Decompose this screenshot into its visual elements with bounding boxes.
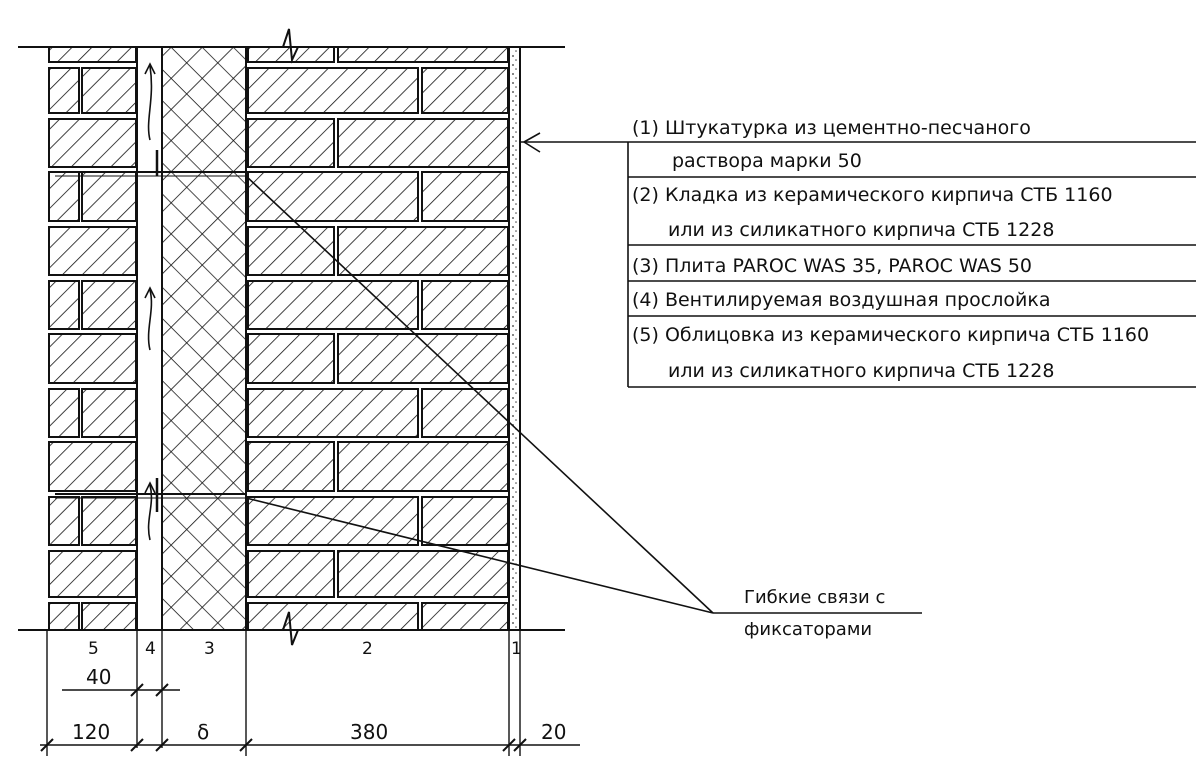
brick — [48, 602, 80, 631]
break-symbol-bottom — [275, 611, 299, 646]
airflow-arrow — [144, 286, 156, 351]
brick — [48, 280, 80, 330]
legend-item-2-line2: или из силикатного кирпича СТБ 1228 — [668, 219, 1054, 241]
brick — [247, 602, 419, 631]
layer-number-2: 2 — [362, 639, 373, 659]
brick — [48, 171, 80, 222]
brick — [247, 441, 335, 492]
brick — [247, 280, 419, 330]
layer-number-5: 5 — [88, 639, 99, 659]
airflow-arrow — [144, 481, 156, 541]
brick — [48, 333, 137, 384]
brick — [247, 226, 335, 276]
brick — [247, 333, 335, 384]
brick — [48, 388, 80, 438]
legend-item-1-line1: (1) Штукатурка из цементно-песчаного — [632, 117, 1031, 139]
leader-lines — [245, 132, 714, 614]
brick — [48, 67, 80, 114]
brick — [48, 550, 137, 598]
brick — [48, 496, 80, 546]
ties-label-line2: фиксаторами — [744, 619, 872, 640]
layer-number-3: 3 — [204, 639, 215, 659]
brick — [337, 226, 509, 276]
brick — [337, 441, 509, 492]
insulation-layer — [161, 46, 247, 631]
brick — [421, 602, 509, 631]
brick — [337, 550, 509, 598]
wall-section — [18, 28, 565, 646]
brick — [81, 602, 137, 631]
brick — [337, 118, 509, 168]
legend-item-5-line2: или из силикатного кирпича СТБ 1228 — [668, 360, 1054, 382]
plaster-layer — [508, 46, 521, 631]
brick — [421, 496, 509, 546]
break-symbol-top — [275, 28, 299, 64]
brick — [48, 441, 137, 492]
brick — [247, 388, 419, 438]
ties-label-line1: Гибкие связи с — [744, 587, 885, 608]
dimension-air-gap: 40 — [86, 665, 111, 689]
brick — [421, 388, 509, 438]
brick — [247, 171, 419, 222]
ties-callout: Гибкие связи с фиксаторами — [713, 587, 922, 640]
facing-brick-layer — [48, 46, 137, 631]
legend-item-2-line1: (2) Кладка из керамического кирпича СТБ … — [632, 184, 1113, 206]
legend-item-5-line1: (5) Облицовка из керамического кирпича С… — [632, 324, 1149, 346]
dimension-block — [40, 630, 580, 756]
dimension-masonry: 380 — [350, 720, 388, 744]
brick — [421, 171, 509, 222]
brick — [247, 550, 335, 598]
brick — [48, 226, 137, 276]
brick — [247, 118, 335, 168]
brick — [247, 496, 419, 546]
brick — [81, 280, 137, 330]
dimension-insulation: δ — [197, 720, 209, 744]
brick — [81, 388, 137, 438]
brick — [247, 67, 419, 114]
airflow-arrow — [144, 62, 156, 141]
masonry-brick-layer — [247, 46, 509, 631]
layer-number-1: 1 — [511, 639, 522, 659]
brick — [48, 46, 137, 63]
legend-item-3-line1: (3) Плита PAROC WAS 35, PAROC WAS 50 — [632, 255, 1032, 277]
legend-table: (1) Штукатурка из цементно-песчаного рас… — [627, 117, 1196, 388]
brick — [81, 496, 137, 546]
brick — [48, 118, 137, 168]
dimension-facing: 120 — [72, 720, 110, 744]
dimension-plaster: 20 — [541, 720, 566, 744]
brick — [421, 280, 509, 330]
legend-item-1-line2: раствора марки 50 — [672, 150, 862, 172]
brick — [81, 67, 137, 114]
legend-item-4-line1: (4) Вентилируемая воздушная прослойка — [632, 289, 1050, 311]
brick — [81, 171, 137, 222]
brick — [337, 46, 509, 63]
brick — [421, 67, 509, 114]
layer-number-4: 4 — [145, 639, 156, 659]
